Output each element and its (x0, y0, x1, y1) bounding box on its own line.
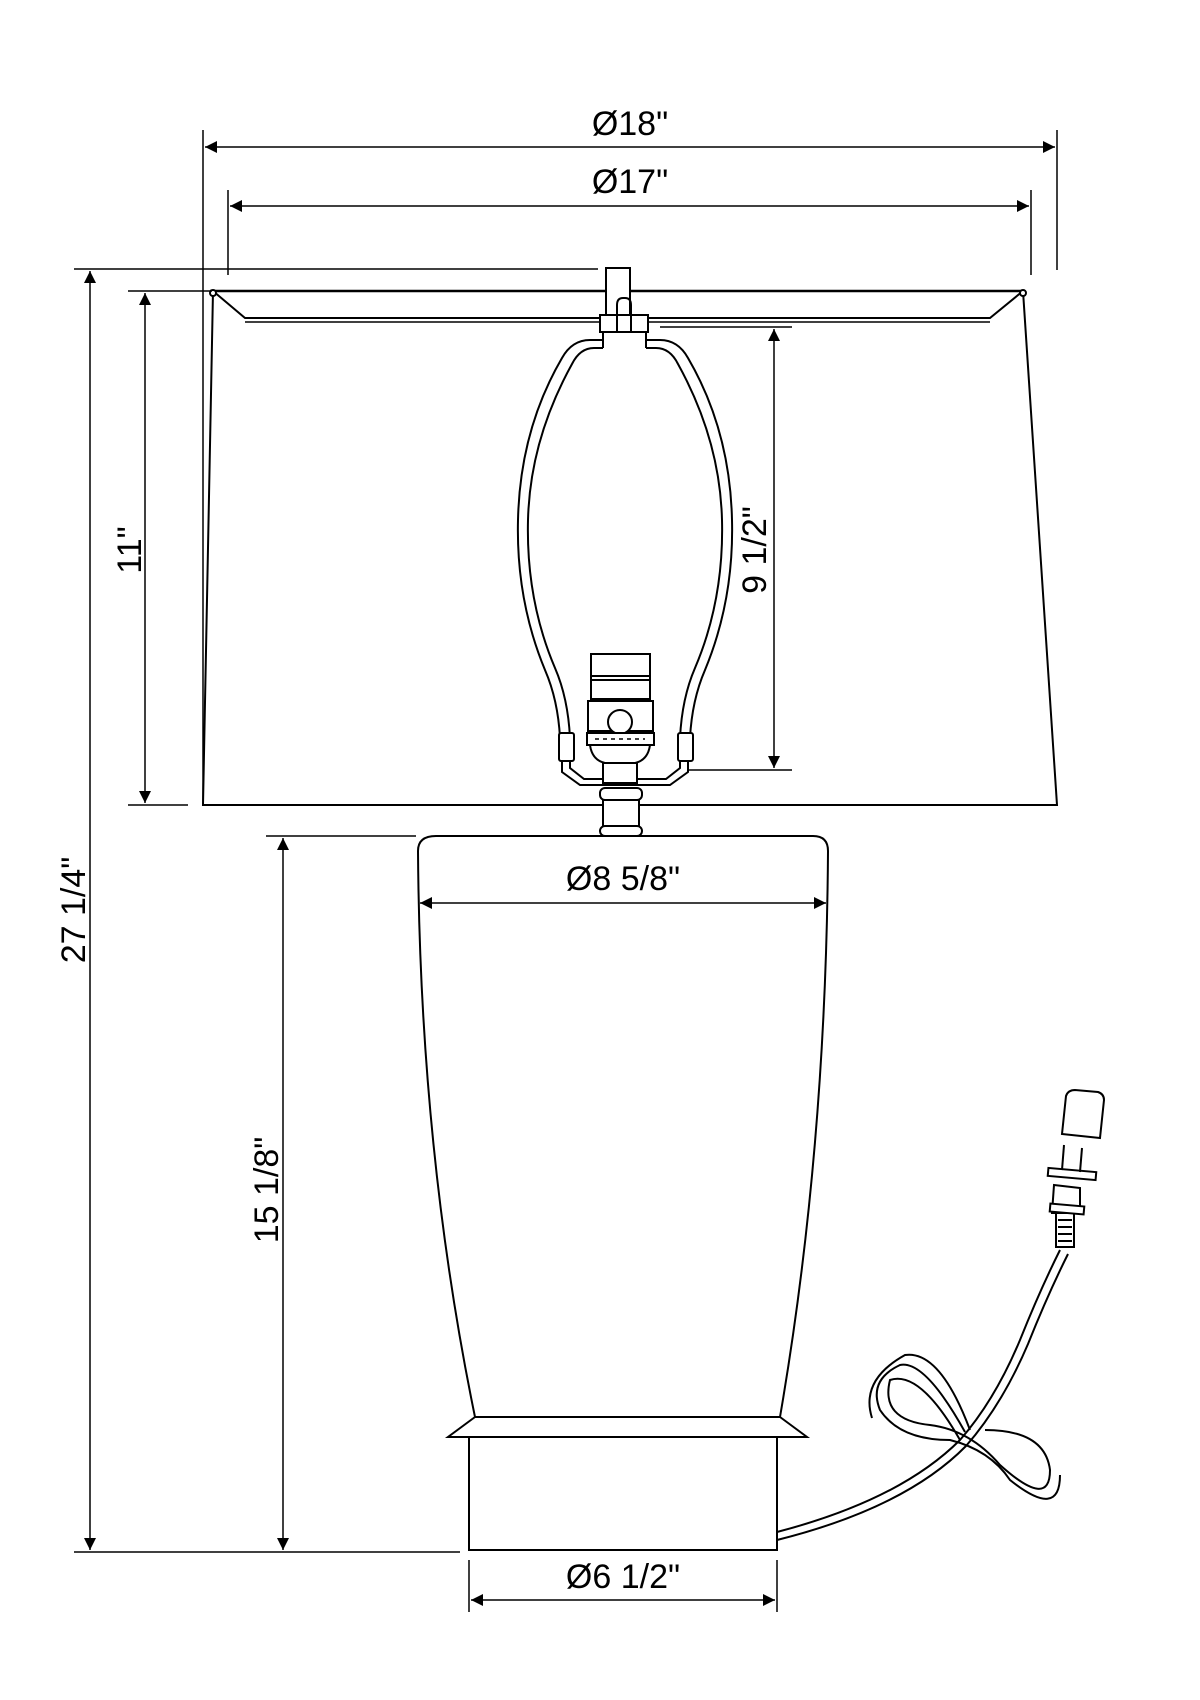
dimension-shade-outer: Ø18" (202, 105, 1058, 805)
dim-label-shade-inner: Ø17" (592, 163, 668, 201)
dimension-shade-height: 11" (111, 290, 212, 806)
dim-label-shade-height: 11" (111, 526, 149, 573)
dimension-harp-height: 9 1/2" (660, 326, 792, 771)
finial (599, 267, 649, 348)
dim-label-body-diameter: Ø8 5/8" (566, 860, 680, 898)
power-cord (776, 1249, 1069, 1541)
dimension-base-diameter: Ø6 1/2" (468, 1558, 778, 1612)
dimension-total-height: 27 1/4" (55, 268, 598, 1553)
neck (599, 787, 643, 837)
dim-label-total-height: 27 1/4" (55, 857, 93, 964)
socket (586, 653, 655, 784)
dimension-body-diameter: Ø8 5/8" (420, 860, 826, 909)
lamp-body (416, 835, 830, 1438)
harp (516, 339, 734, 786)
dimension-body-height: 15 1/8" (248, 835, 416, 1550)
dim-label-harp-height: 9 1/2" (736, 506, 774, 594)
plug (1046, 1088, 1106, 1248)
dim-label-base-diameter: Ø6 1/2" (566, 1558, 680, 1596)
dim-label-shade-outer: Ø18" (592, 105, 668, 143)
dimension-shade-inner: Ø17" (227, 163, 1032, 275)
dim-label-body-height: 15 1/8" (248, 1137, 286, 1244)
lamp-base (468, 1436, 778, 1551)
